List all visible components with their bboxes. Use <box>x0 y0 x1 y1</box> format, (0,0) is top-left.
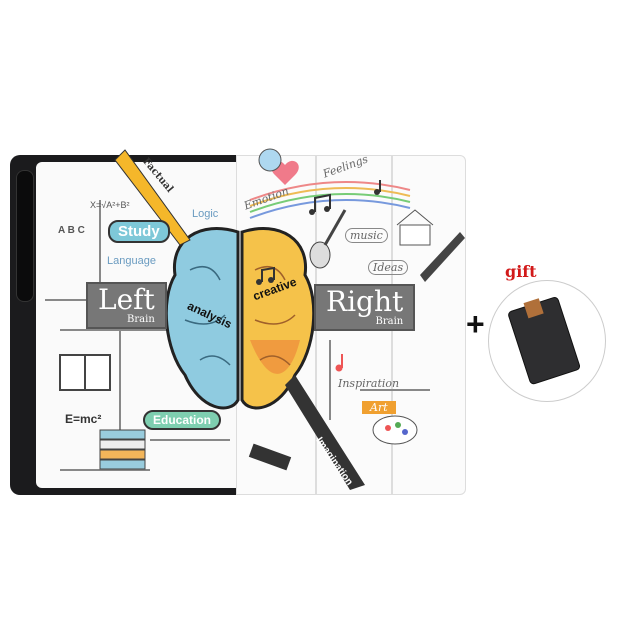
felt-pouch-icon <box>508 296 581 385</box>
language-label: Language <box>107 255 156 267</box>
abc-blocks-label: A B C <box>58 225 85 236</box>
left-brain-banner: Left Brain <box>86 282 167 329</box>
logic-label: Logic <box>192 208 219 220</box>
left-brain-hemisphere <box>164 227 240 410</box>
right-banner-sub: Brain <box>375 316 404 327</box>
plus-sign: + <box>466 306 485 342</box>
marker-illustration <box>285 375 365 490</box>
pencil-illustration <box>114 149 191 246</box>
camera-cutout <box>16 170 34 302</box>
right-banner-title: Right <box>326 285 404 318</box>
left-banner-title: Left <box>98 283 155 316</box>
formula-text: E=mc² <box>65 412 102 426</box>
music-notes-icon <box>256 180 381 372</box>
right-brain-banner: Right Brain <box>314 284 416 331</box>
gift-label: gift <box>505 262 537 281</box>
art-label: Art <box>362 401 396 414</box>
study-bubble: Study <box>108 220 170 243</box>
equation-text: X=√A²+B² <box>90 200 130 210</box>
music-label: music <box>345 228 388 243</box>
education-bubble: Education <box>143 410 222 430</box>
right-brain-hemisphere <box>240 227 316 410</box>
ideas-label: Ideas <box>368 260 409 275</box>
left-banner-sub: Brain <box>127 314 155 325</box>
inspiration-label: Inspiration <box>338 377 400 390</box>
